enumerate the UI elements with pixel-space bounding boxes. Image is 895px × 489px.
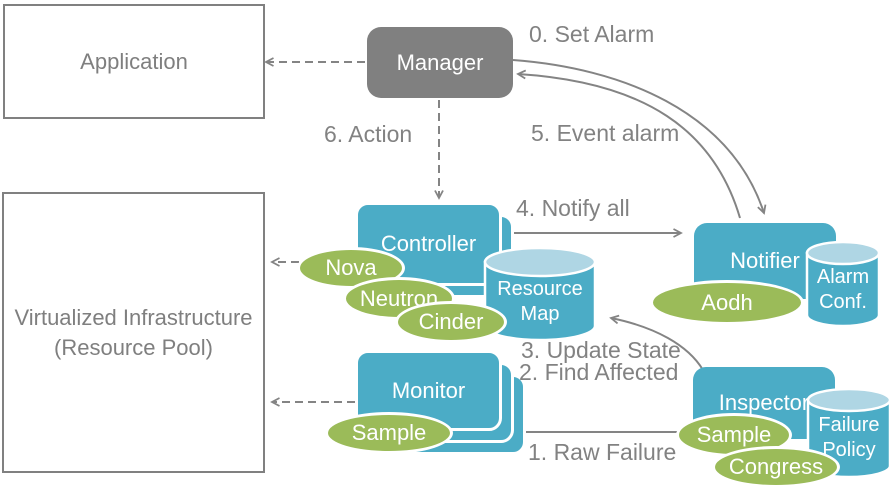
monitor-sample-ellipse: Sample [325,412,453,454]
aodh-ellipse: Aodh [650,280,804,325]
nova-label: Nova [325,255,377,280]
notify-all-label: 4. Notify all [516,195,630,221]
raw-failure-label: 1. Raw Failure [528,439,677,465]
cylinder-shape [483,246,597,342]
cinder-label: Cinder [418,309,484,334]
monitor-label: Monitor [391,377,466,403]
update-state-label: 3. Update State [521,337,681,363]
inspector-sample-label: Sample [696,422,772,447]
action-label: 6. Action [324,121,413,147]
controller-label: Controller [380,231,477,256]
alarm-conf-cylinder: Alarm Conf. [805,240,881,330]
resource-map-label-line2: Map [520,303,560,325]
inspector-label: Inspector [718,390,810,415]
update-state-curve-arrow [609,314,704,371]
manager-box: Manager [367,27,513,98]
set-alarm-label: 0. Set Alarm [529,21,655,47]
aodh-label: Aodh [701,289,753,315]
congress-ellipse: Congress [712,446,840,488]
application-box: Application [3,4,265,119]
congress-label: Congress [728,454,824,479]
set-alarm-curve-arrow [512,59,767,215]
failure-policy-cylinder: Failure Policy [806,386,892,482]
cinder-ellipse: Cinder [395,301,507,343]
virtualized-infrastructure-label-line1: Virtualized Infrastructure [14,304,253,330]
virtualized-infrastructure-label-line2: (Resource Pool) [54,334,213,360]
monitor-sample-label: Sample [351,420,427,445]
application-label: Application [80,48,188,74]
event-alarm-curve-arrow [516,69,741,219]
resource-map-label-line1: Resource [497,278,583,300]
find-affected-label: 2. Find Affected [519,359,679,385]
virtualized-infrastructure-box: Virtualized Infrastructure (Resource Poo… [2,192,265,473]
notifier-label: Notifier [730,248,800,273]
alarm-conf-label-line1: Alarm [816,266,870,288]
alarm-conf-label-line2: Conf. [819,291,867,313]
cylinder-shape [805,240,881,328]
manager-label: Manager [396,49,484,75]
resource-map-cylinder: Resource Map [483,246,597,342]
failure-policy-label-line2: Policy [822,439,876,461]
failure-policy-label-line1: Failure [818,414,880,436]
event-alarm-label: 5. Event alarm [531,120,680,146]
